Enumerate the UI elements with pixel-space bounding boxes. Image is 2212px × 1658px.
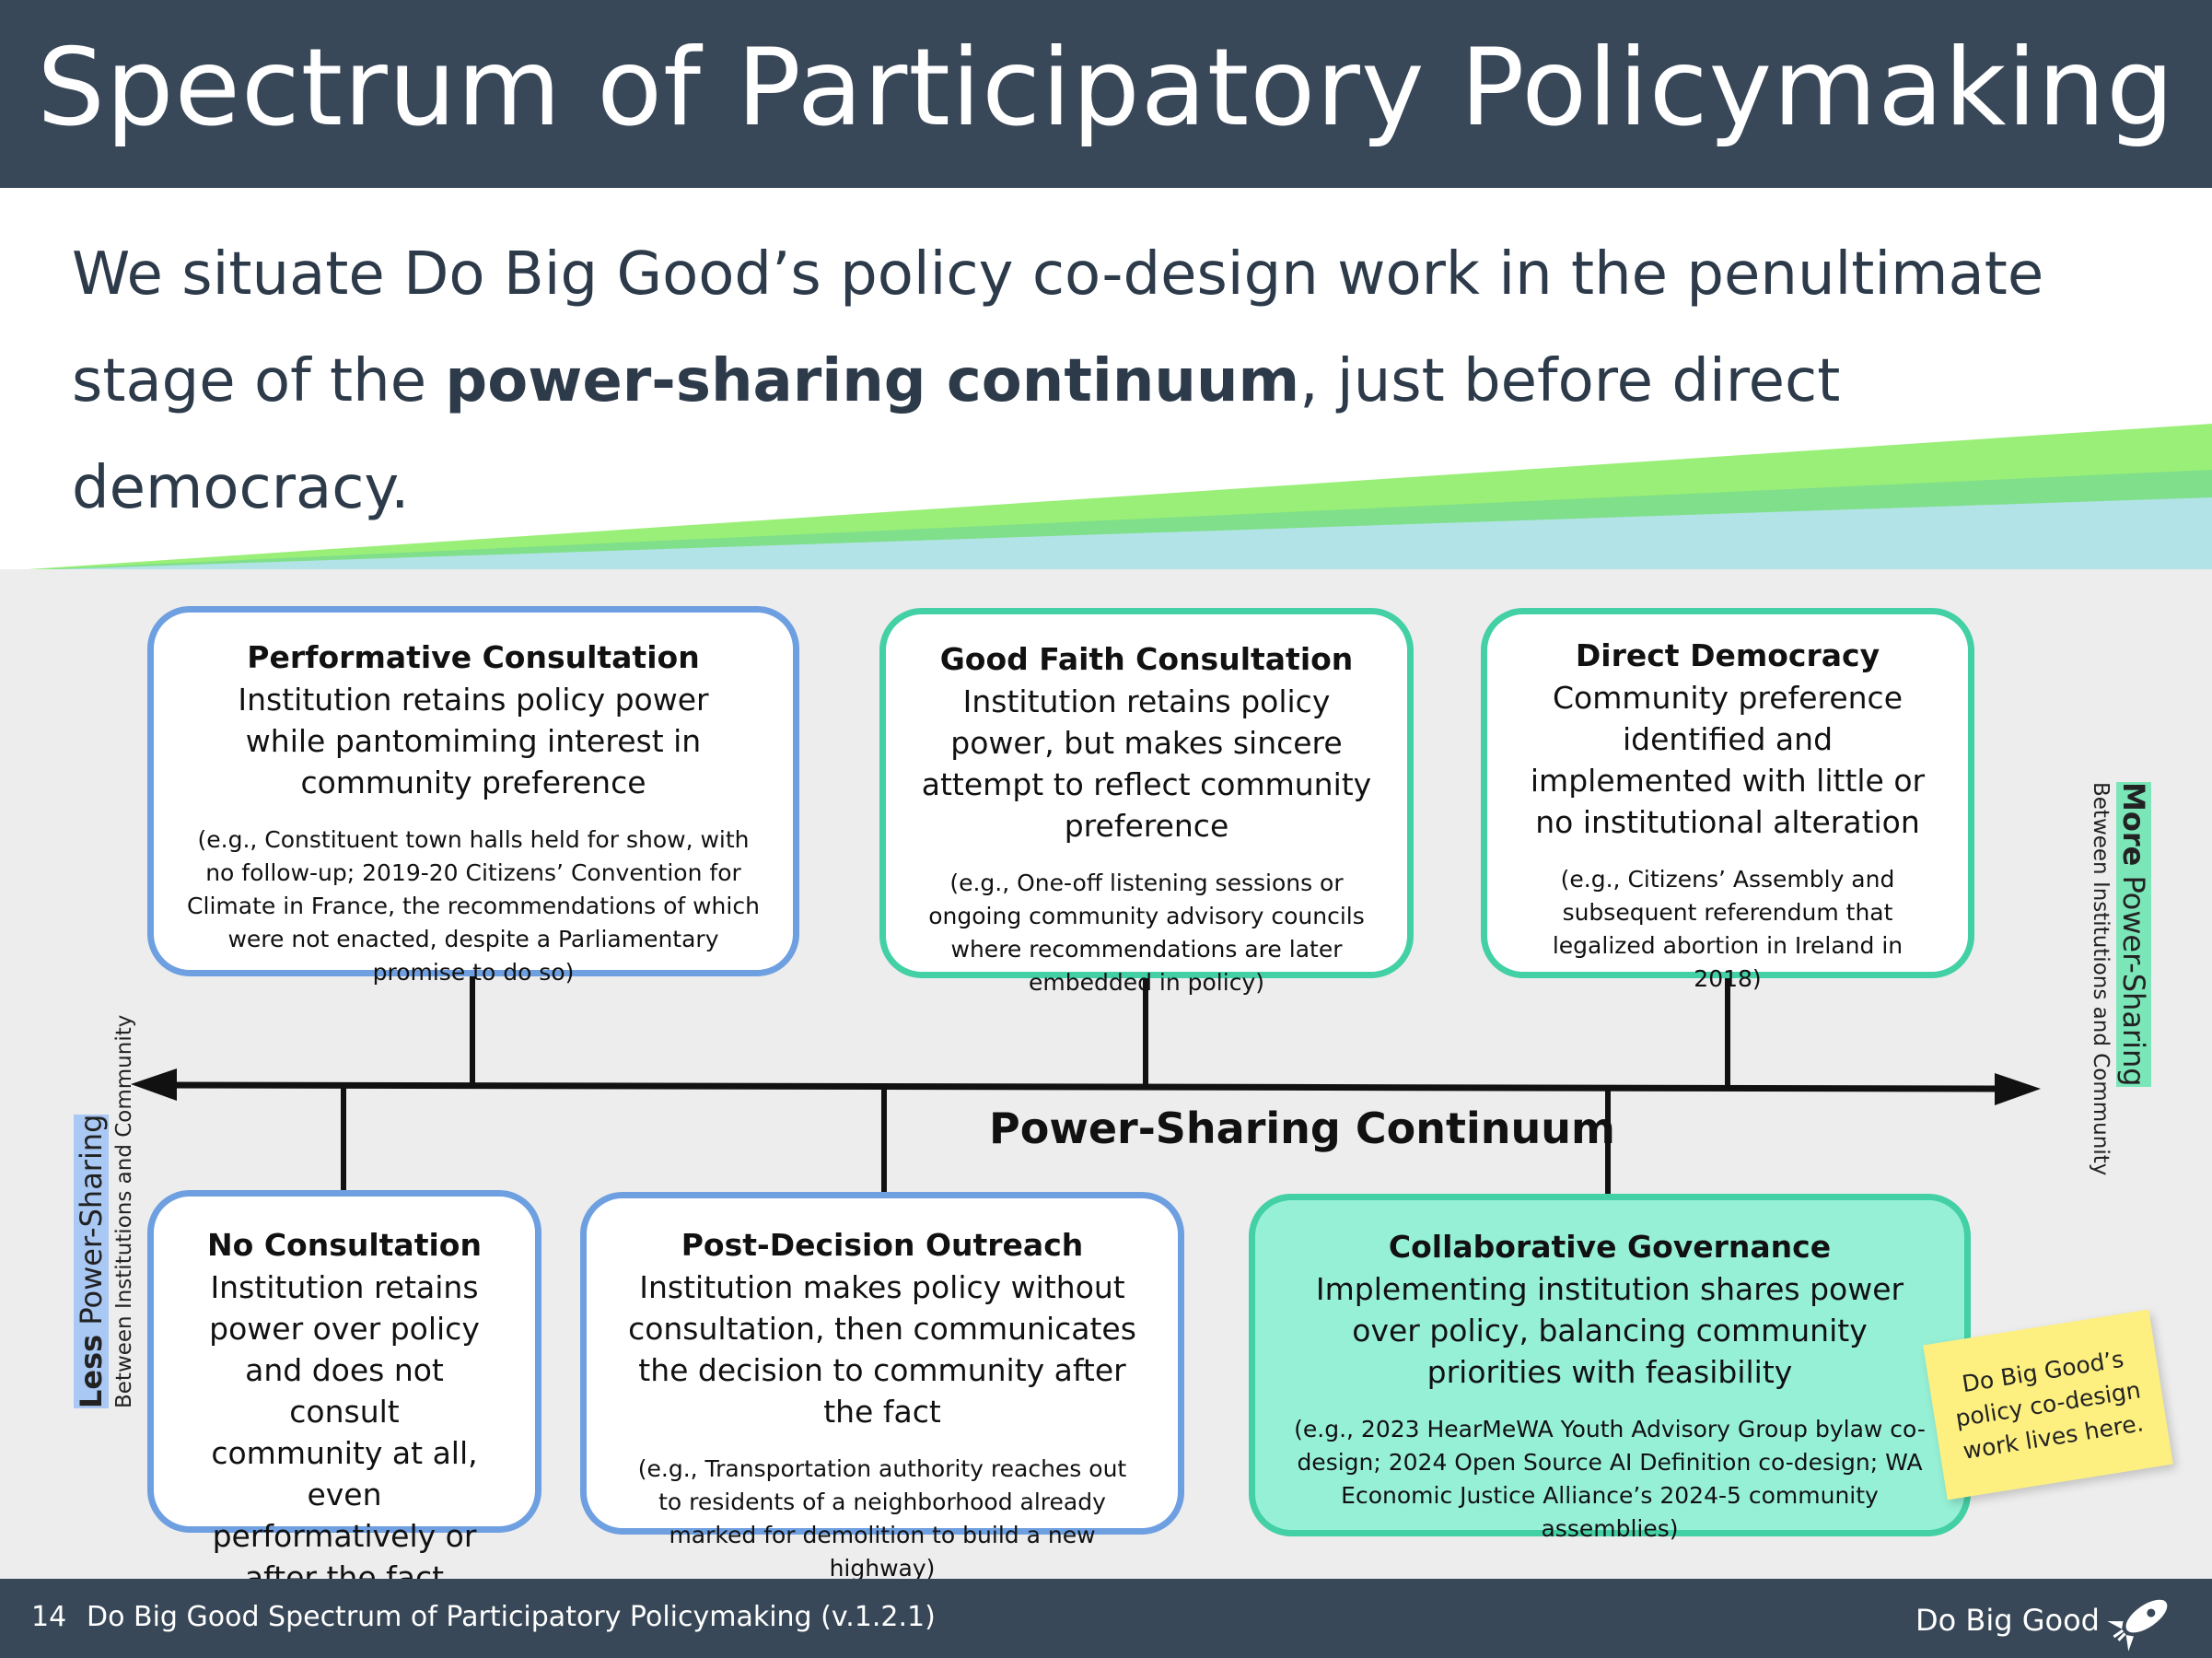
more-strong: More — [2116, 782, 2151, 867]
stage-good-faith-consultation: Good Faith Consultation Institution reta… — [879, 608, 1414, 996]
stage-example: (e.g., Constituent town halls held for s… — [187, 826, 760, 986]
axis-arrow-left — [131, 1068, 177, 1101]
stage-post-decision-outreach: Post-Decision Outreach Institution makes… — [580, 1192, 1184, 1582]
header-bar: Spectrum of Participatory Policymaking — [0, 0, 2212, 188]
decorative-wedge — [0, 424, 2212, 571]
axis-arrow-right — [1995, 1073, 2041, 1105]
stage-title: Post-Decision Outreach — [681, 1227, 1084, 1263]
stage-example: (e.g., Transportation authority reaches … — [637, 1455, 1127, 1582]
stage-description: Community preference identified and impl… — [1530, 680, 1926, 840]
stage-description: Institution retains power over policy an… — [209, 1269, 480, 1595]
stage-title: Performative Consultation — [247, 639, 700, 675]
more-rest: Power-Sharing — [2116, 866, 2151, 1087]
footer-bar: 14 Do Big Good Spectrum of Participatory… — [0, 1579, 2212, 1658]
stage-no-consultation: No Consultation Institution retains powe… — [147, 1190, 541, 1595]
stage-description: Institution retains policy power, but ma… — [921, 683, 1372, 844]
footer-brand: Do Big Good — [1915, 1603, 2100, 1638]
continuum-label: Power-Sharing Continuum — [989, 1103, 1615, 1153]
intro-part-1: We situate Do Big Good’s policy co-desig… — [72, 240, 2044, 415]
stage-example: (e.g., 2023 HearMeWA Youth Advisory Grou… — [1294, 1416, 1926, 1542]
stage-title: Collaborative Governance — [1388, 1229, 1832, 1265]
stage-title: Good Faith Consultation — [939, 641, 1354, 677]
stage-description: Implementing institution shares power ov… — [1315, 1271, 1904, 1390]
more-power-sharing-highlight: More Power-Sharing — [2116, 782, 2151, 1087]
stage-collaborative-governance: Collaborative Governance Implementing in… — [1249, 1194, 1971, 1542]
stage-title: No Consultation — [207, 1227, 482, 1263]
less-subtitle: Between Institutions and Community — [112, 1014, 136, 1408]
intro-part-2: , just before direct democracy. — [72, 347, 1841, 522]
stage-example: (e.g., Citizens’ Assembly and subsequent… — [1552, 866, 1903, 992]
stage-performative-consultation: Performative Consultation Institution re… — [147, 606, 799, 986]
page-title: Spectrum of Participatory Policymaking — [37, 26, 2175, 150]
less-rest: Power-Sharing — [74, 1114, 109, 1335]
stage-direct-democracy: Direct Democracy Community preference id… — [1481, 608, 1974, 992]
footer-title: Do Big Good Spectrum of Participatory Po… — [87, 1601, 936, 1633]
stage-description: Institution retains policy power while p… — [238, 682, 709, 800]
stage-title: Direct Democracy — [1575, 637, 1880, 673]
continuum-axis-line — [165, 1081, 2008, 1092]
intro-text: We situate Do Big Good’s policy co-desig… — [72, 221, 2144, 542]
page-number: 14 — [31, 1601, 67, 1633]
stage-example: (e.g., One-off listening sessions or ong… — [928, 870, 1365, 996]
less-power-sharing-highlight: Less Power-Sharing — [74, 1114, 109, 1408]
intro-bold: power-sharing continuum — [445, 347, 1300, 415]
stage-description: Institution makes policy without consult… — [628, 1269, 1136, 1430]
less-power-sharing-label: Less Power-Sharing Between Institutions … — [73, 782, 145, 1408]
less-strong: Less — [74, 1334, 109, 1408]
rocket-logo-icon — [2107, 1599, 2168, 1652]
wedge-light-blue — [0, 497, 2212, 571]
